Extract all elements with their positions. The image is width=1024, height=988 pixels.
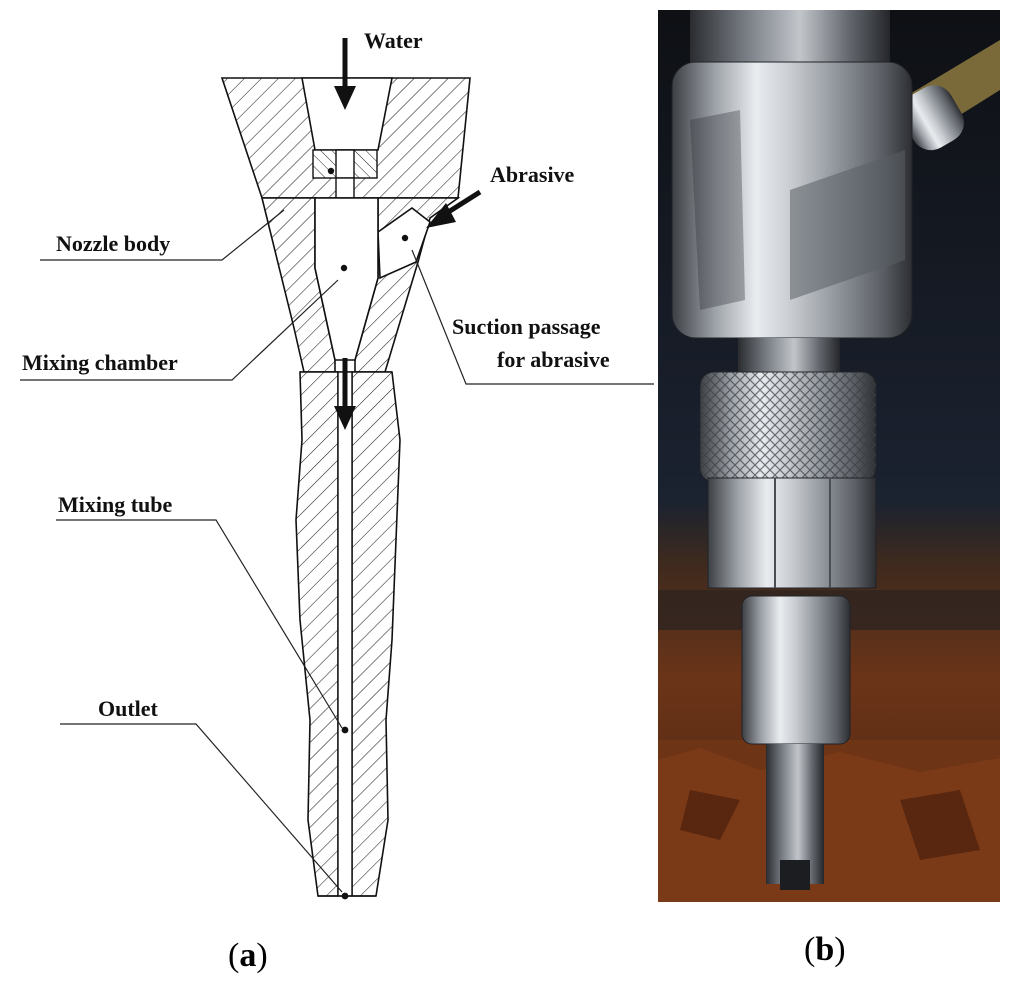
- label-abrasive: Abrasive: [490, 162, 575, 187]
- label-suction-line1: Suction passage: [452, 314, 601, 339]
- leader-nozzle-body: [40, 209, 285, 261]
- label-mixing-chamber: Mixing chamber: [22, 350, 178, 375]
- label-suction-line2: for abrasive: [497, 347, 610, 372]
- mixing-chamber-cavity: [314, 197, 379, 361]
- panel-b-photo: [658, 10, 1000, 902]
- caption-b: (b): [804, 931, 846, 968]
- abrasive-arrow: [426, 189, 482, 228]
- label-nozzle-body: Nozzle body: [56, 231, 170, 256]
- suction-passage: [377, 207, 431, 280]
- leader-suction: [411, 249, 654, 385]
- caption-a: (a): [228, 937, 268, 974]
- panel-a-drawing: Water Abrasive Nozzle body Suction passa…: [20, 28, 654, 900]
- water-arrow: [334, 38, 356, 110]
- leader-outlet: [60, 723, 343, 893]
- leader-mixing-chamber: [20, 279, 339, 381]
- inlet-bore: [301, 77, 393, 151]
- label-outlet: Outlet: [98, 696, 159, 721]
- mixing-tube-bore: [337, 371, 353, 897]
- mixing-tube-right: [351, 371, 401, 897]
- label-water: Water: [364, 28, 423, 53]
- flow-arrow: [334, 358, 356, 430]
- label-mixing-tube: Mixing tube: [58, 492, 173, 517]
- leader-mixing-tube: [56, 519, 343, 729]
- mixing-tube-left: [295, 371, 339, 897]
